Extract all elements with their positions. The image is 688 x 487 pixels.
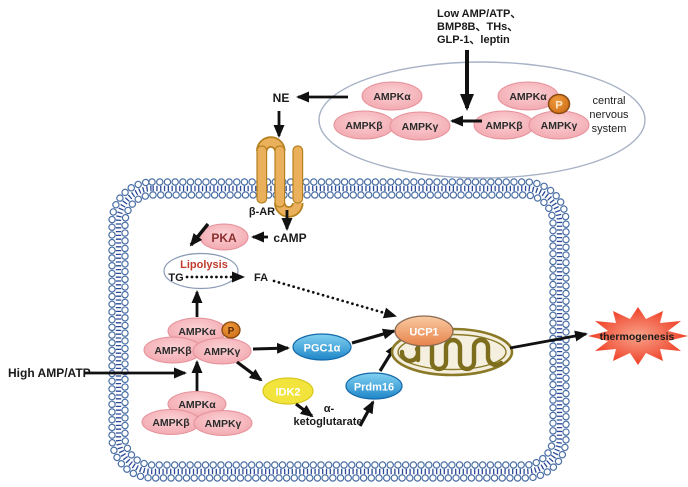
downstream-effectors: PGC1α IDK2 α- ketoglutarate Prdm16 [236,328,403,428]
ucp1-ellipse [394,315,454,347]
pgc1a-ellipse [292,333,352,361]
ampk-gamma-ellipse [193,410,253,436]
arrow-pka-to-lipolysis [189,222,210,247]
thermogenesis-starburst [588,307,688,365]
ne-signal: NE [273,91,348,138]
ampk-beta-label: AMPKβ [345,120,383,132]
membrane-inner-heads-fill [122,192,556,468]
beta-ar-receptor: β-AR [249,136,304,218]
ampk-gamma-ellipse [389,111,451,141]
ampk-gamma-ellipse [192,337,252,365]
arrow-mitochondria-to-thermogenesis [509,330,588,350]
thermogenesis-output: thermogenesis [509,307,688,365]
low-ampatp-line2: BMP8B、THs、 [437,21,518,33]
ne-label: NE [273,91,290,105]
membrane-outer-heads-fill [109,179,569,481]
cns-ampk-inactive-complex: AMPKα AMPKβ AMPKγ [333,81,451,141]
arrow-ampk-to-pgc1a [252,342,290,354]
ampk-alpha-label: AMPKα [509,91,547,103]
ampk-alpha-label: AMPKα [373,91,411,103]
arrow-idk2-to-ketoglutarate [295,402,314,418]
cns-label-line1: central [592,95,625,107]
lipolysis-node: Lipolysis TG FA [163,252,397,319]
beta-ar-label: β-AR [249,206,275,218]
lipolysis-label: Lipolysis [180,259,228,271]
cell-ampk-inactive-complex: AMPKα AMPKβ AMPKγ [141,391,253,436]
phosphate-badge [547,93,571,115]
idk2-ellipse [262,377,314,405]
pgc1a-label: PGC1α [304,343,341,355]
arrow-ketoglutarate-to-prdm16 [358,400,375,427]
alpha-ketoglutarate-line1: α- [324,403,335,415]
ampk-alpha-label: AMPKα [178,326,216,338]
cns-label-line2: nervous [589,109,629,121]
lipolysis-ellipse [163,252,239,290]
low-ampatp-line1: Low AMP/ATP、 [437,8,521,20]
arrow-pgc1a-to-ucp1 [351,328,396,345]
thermogenesis-label: thermogenesis [600,331,675,343]
prdm16-label: Prdm16 [354,382,394,394]
low-ampatp-line3: GLP-1、leptin [437,34,510,46]
ampk-gamma-label: AMPKγ [205,418,242,430]
mitochondria-cristae [399,337,504,372]
ampk-beta-label: AMPKβ [152,417,190,429]
pka-label: PKA [211,231,237,245]
receptor-helix-3 [292,145,304,204]
ampk-gamma-label: AMPKγ [402,121,439,133]
receptor-helix-1 [256,145,268,204]
ampk-alpha-label: AMPKα [178,399,216,411]
ucp1-label: UCP1 [409,327,438,339]
high-ampatp-input: High AMP/ATP [8,366,187,380]
receptor-helix-2 [274,145,286,208]
high-ampatp-label: High AMP/ATP [8,366,91,380]
phosphate-label: P [555,100,562,112]
fa-label: FA [254,272,268,284]
prdm16-ellipse [345,372,403,400]
camp-pka-axis: cAMP PKA [189,210,307,251]
camp-label: cAMP [273,231,306,245]
cns-inputs: Low AMP/ATP、 BMP8B、THs、 GLP-1、leptin [437,8,521,111]
idk2-label: IDK2 [275,387,300,399]
cns-ampk-active-complex: AMPKα AMPKβ AMPKγ P [473,81,590,140]
ampk-alpha-ellipse [361,81,423,111]
phosphate-label: P [228,326,235,337]
mitochondria: UCP1 [390,315,514,377]
cns-label-line3: system [592,123,627,135]
tg-label: TG [168,272,183,284]
alpha-ketoglutarate-line2: ketoglutarate [293,416,362,428]
phosphate-badge [221,321,241,339]
dotted-arrow-fa-to-ucp1 [272,279,397,319]
ampk-gamma-label: AMPKγ [204,346,241,358]
ampk-beta-label: AMPKβ [485,120,523,132]
ampk-beta-label: AMPKβ [154,345,192,357]
ampk-gamma-label: AMPKγ [541,120,578,132]
cell-ampk-active-complex: AMPKα AMPKβ AMPKγ P [143,290,252,392]
arrow-ampk-to-idk2 [236,360,263,382]
